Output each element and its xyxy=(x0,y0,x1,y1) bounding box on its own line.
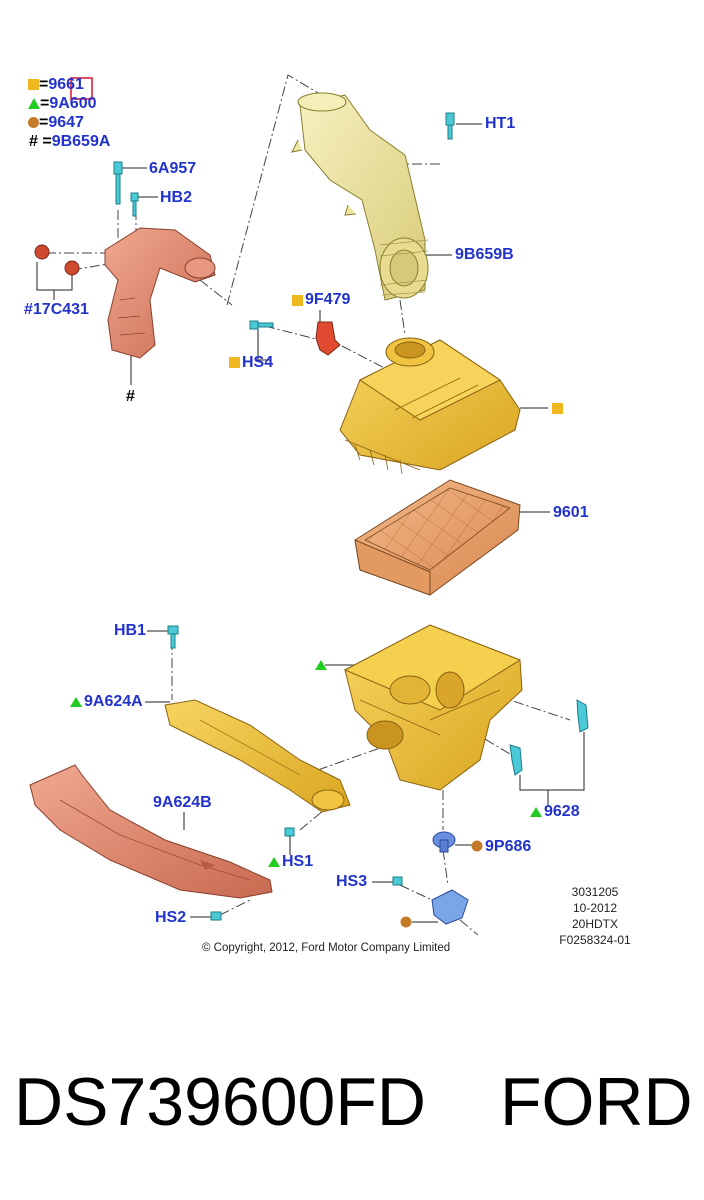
meta-line: 20HDTX xyxy=(571,917,618,931)
legend-text: 9647 xyxy=(48,114,84,131)
callout-hs2: HS2 xyxy=(155,909,187,926)
upper-intake-duct xyxy=(104,227,216,359)
bolt-hb1 xyxy=(167,625,179,649)
clip-9628 xyxy=(509,699,589,776)
callout-9b659b: 9B659B xyxy=(455,246,514,263)
screw-6a957 xyxy=(113,161,123,205)
callout-9p686: 9P686 xyxy=(485,838,532,855)
callout-9601: 9601 xyxy=(553,504,589,521)
meta-line: 10-2012 xyxy=(572,901,618,915)
highlight-box xyxy=(70,77,93,100)
callout-lines xyxy=(36,123,585,923)
legend-text: 9661 xyxy=(48,76,84,93)
callout-symbols xyxy=(70,295,563,928)
air-filter-9601 xyxy=(354,479,521,596)
drawing-meta: 3031205 10-2012 20HDTX F0258324-01 xyxy=(555,884,635,948)
callout-hs3: HS3 xyxy=(336,873,368,890)
callout-9628: 9628 xyxy=(544,803,580,820)
bracket-lower xyxy=(431,889,469,925)
clip-ht1 xyxy=(445,112,455,140)
callout-9a624b: 9A624B xyxy=(153,794,212,811)
air-cleaner-cover xyxy=(339,337,521,475)
screw-hs1 xyxy=(284,827,295,837)
air-outlet-hose-9b659b xyxy=(291,92,429,301)
legend-row-hash: # =9B659A xyxy=(29,133,111,150)
screw-hs4 xyxy=(249,320,274,330)
hose-clamp-17c431 xyxy=(34,244,80,276)
air-intake-duct-9a624a xyxy=(164,699,351,813)
meta-line: F0258324-01 xyxy=(559,933,631,947)
legend-row-triangle: =9A600 xyxy=(28,95,97,113)
screw-hs2 xyxy=(210,911,222,921)
legend-text: 9B659A xyxy=(51,133,111,150)
copyright-text: © Copyright, 2012, Ford Motor Company Li… xyxy=(202,942,451,954)
triangle-icon xyxy=(28,98,40,109)
resonator-9a624b xyxy=(29,764,273,899)
mount-9p686 xyxy=(432,831,456,853)
circle-icon xyxy=(28,117,39,128)
part-number: DS739600FD xyxy=(14,1064,427,1140)
callout-hs1: HS1 xyxy=(282,853,314,870)
callout-ht1: HT1 xyxy=(485,115,516,132)
hash-icon: # xyxy=(29,133,38,150)
callout-hb2: HB2 xyxy=(160,189,193,206)
callout-9a624a: 9A624A xyxy=(84,693,143,710)
callout-hash-bottom: # xyxy=(126,388,135,405)
callout-6a957: 6A957 xyxy=(149,160,197,177)
legend-text: 9A600 xyxy=(49,95,97,112)
brand-name: FORD xyxy=(500,1064,693,1140)
legend-row-square: =9661 xyxy=(28,76,84,94)
square-icon xyxy=(28,79,39,90)
air-cleaner-housing xyxy=(343,624,523,791)
callout-17c431: #17C431 xyxy=(24,301,89,318)
screw-hs3 xyxy=(392,876,403,886)
callout-hb1: HB1 xyxy=(114,622,147,639)
bolt-hb2 xyxy=(130,192,139,217)
meta-line: 3031205 xyxy=(571,885,619,899)
legend-row-circle: =9647 xyxy=(28,114,84,132)
callout-9f479: 9F479 xyxy=(305,291,351,308)
leader-lines xyxy=(46,74,571,936)
sensor-9f479 xyxy=(315,321,341,356)
callout-hs4: HS4 xyxy=(242,354,274,371)
